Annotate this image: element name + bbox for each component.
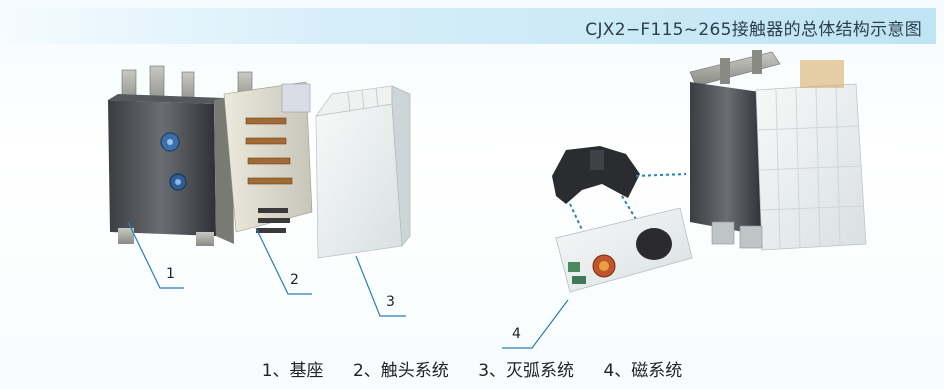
part-label-4: 4 — [512, 326, 521, 342]
legend-item-arc: 3、灭弧系统 — [478, 361, 575, 381]
part-label-3: 3 — [386, 294, 395, 310]
title-bar: CJX2−F115~265接触器的总体结构示意图 — [8, 8, 936, 44]
arc-chute — [315, 85, 411, 259]
legend-item-base: 1、基座 — [261, 361, 324, 381]
assembled-contactor — [689, 50, 867, 251]
legend-item-contacts: 2、触头系统 — [352, 361, 449, 381]
magnet-system — [552, 146, 693, 293]
legend-item-magnet: 4、磁系统 — [603, 361, 683, 381]
leader-lines — [127, 221, 569, 349]
part-label-2: 2 — [290, 272, 299, 288]
legend-caption: 1、基座 2、触头系统 3、灭弧系统 4、磁系统 — [0, 356, 944, 381]
diagram-title: CJX2−F115~265接触器的总体结构示意图 — [585, 20, 922, 40]
part-label-1: 1 — [166, 266, 175, 282]
base-assembly — [108, 65, 313, 246]
